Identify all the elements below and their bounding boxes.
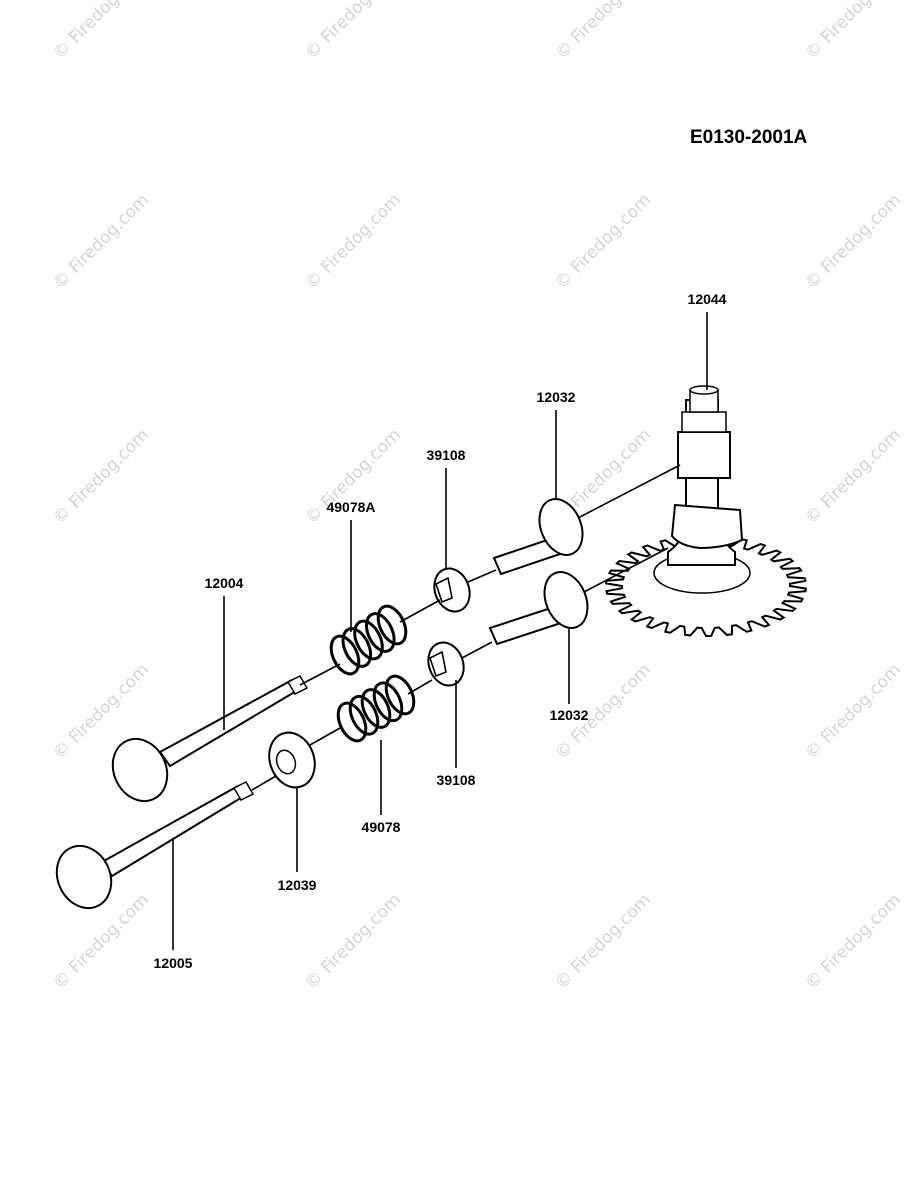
axis-line-lower — [583, 547, 669, 593]
watermark: © Firedog.com — [551, 190, 655, 294]
watermark: © Firedog.com — [551, 890, 655, 994]
retainer-upper-slot — [435, 576, 453, 604]
axis-line-lower — [461, 641, 493, 659]
retainer-lower-body — [427, 641, 465, 687]
cam-collar — [681, 411, 727, 433]
part-label-spring-seat: 12039 — [278, 877, 317, 893]
part-label-valve-exhaust: 12005 — [154, 955, 193, 971]
watermark: © Firedog.com — [801, 0, 905, 64]
watermark: © Firedog.com — [801, 660, 905, 764]
spring-exhaust[interactable] — [333, 672, 420, 745]
watermark: © Firedog.com — [801, 890, 905, 994]
axis-line-upper — [399, 599, 441, 623]
tappet-upper-head — [538, 498, 584, 556]
spring-coil — [341, 627, 373, 668]
part-label-tappet-lower: 12032 — [550, 707, 589, 723]
retainer-upper-body — [433, 567, 471, 613]
watermark: © Firedog.com — [49, 890, 153, 994]
spring-seat-hole — [275, 749, 297, 775]
retainer-lower-slot — [429, 650, 447, 678]
watermark: © Firedog.com — [301, 0, 405, 64]
valve-exhaust-head — [55, 844, 113, 910]
watermark: © Firedog.com — [301, 890, 405, 994]
spring-intake[interactable] — [326, 602, 412, 678]
camshaft[interactable] — [604, 385, 808, 638]
tappet-lower[interactable] — [488, 566, 595, 646]
spring-coil — [376, 604, 408, 646]
part-label-tappet-upper: 12032 — [537, 389, 576, 405]
watermark: © Firedog.com — [49, 190, 153, 294]
axis-line-lower — [251, 775, 277, 791]
part-label-retainer-upper: 39108 — [427, 447, 466, 463]
watermark: © Firedog.com — [49, 0, 153, 64]
valve-intake-tip — [286, 675, 309, 695]
spring-coil — [372, 681, 404, 723]
tappet-upper[interactable] — [492, 493, 590, 576]
axis-line-upper — [299, 663, 341, 686]
watermark-layer: © Firedog.com © Firedog.com © Firedog.co… — [49, 0, 905, 994]
watermark: © Firedog.com — [49, 425, 153, 529]
part-label-spring-exhaust: 49078 — [362, 819, 401, 835]
spring-coil — [329, 634, 361, 676]
diagram-code: E0130-2001A — [690, 127, 808, 148]
watermark: © Firedog.com — [551, 0, 655, 64]
watermark: © Firedog.com — [801, 425, 905, 529]
spring-coil — [365, 612, 396, 653]
part-label-spring-intake: 49078A — [326, 499, 375, 515]
retainer-upper[interactable] — [429, 564, 476, 617]
axis-line-upper — [467, 569, 497, 583]
spring-coil — [348, 694, 380, 736]
spring-coil — [360, 688, 392, 729]
part-label-retainer-lower: 39108 — [437, 772, 476, 788]
spring-coil — [384, 674, 416, 716]
spring-coil — [336, 701, 368, 743]
axis-line-upper — [577, 464, 681, 519]
axis-line-lower — [407, 679, 433, 695]
spring-seat[interactable] — [262, 726, 322, 794]
valve-intake-head — [111, 737, 169, 803]
watermark: © Firedog.com — [301, 190, 405, 294]
retainer-lower[interactable] — [423, 638, 470, 691]
valve-exhaust-tip — [232, 781, 255, 801]
valve-exhaust[interactable] — [47, 781, 255, 917]
axis-line-lower — [309, 727, 341, 746]
cam-journal — [677, 431, 731, 479]
watermark: © Firedog.com — [801, 190, 905, 294]
cam-lobe — [670, 503, 744, 550]
part-label-camshaft: 12044 — [688, 291, 727, 307]
spring-coil — [353, 619, 384, 661]
cam-tip-end — [689, 385, 719, 395]
part-label-valve-intake: 12004 — [205, 575, 244, 591]
valve-intake[interactable] — [103, 675, 309, 810]
